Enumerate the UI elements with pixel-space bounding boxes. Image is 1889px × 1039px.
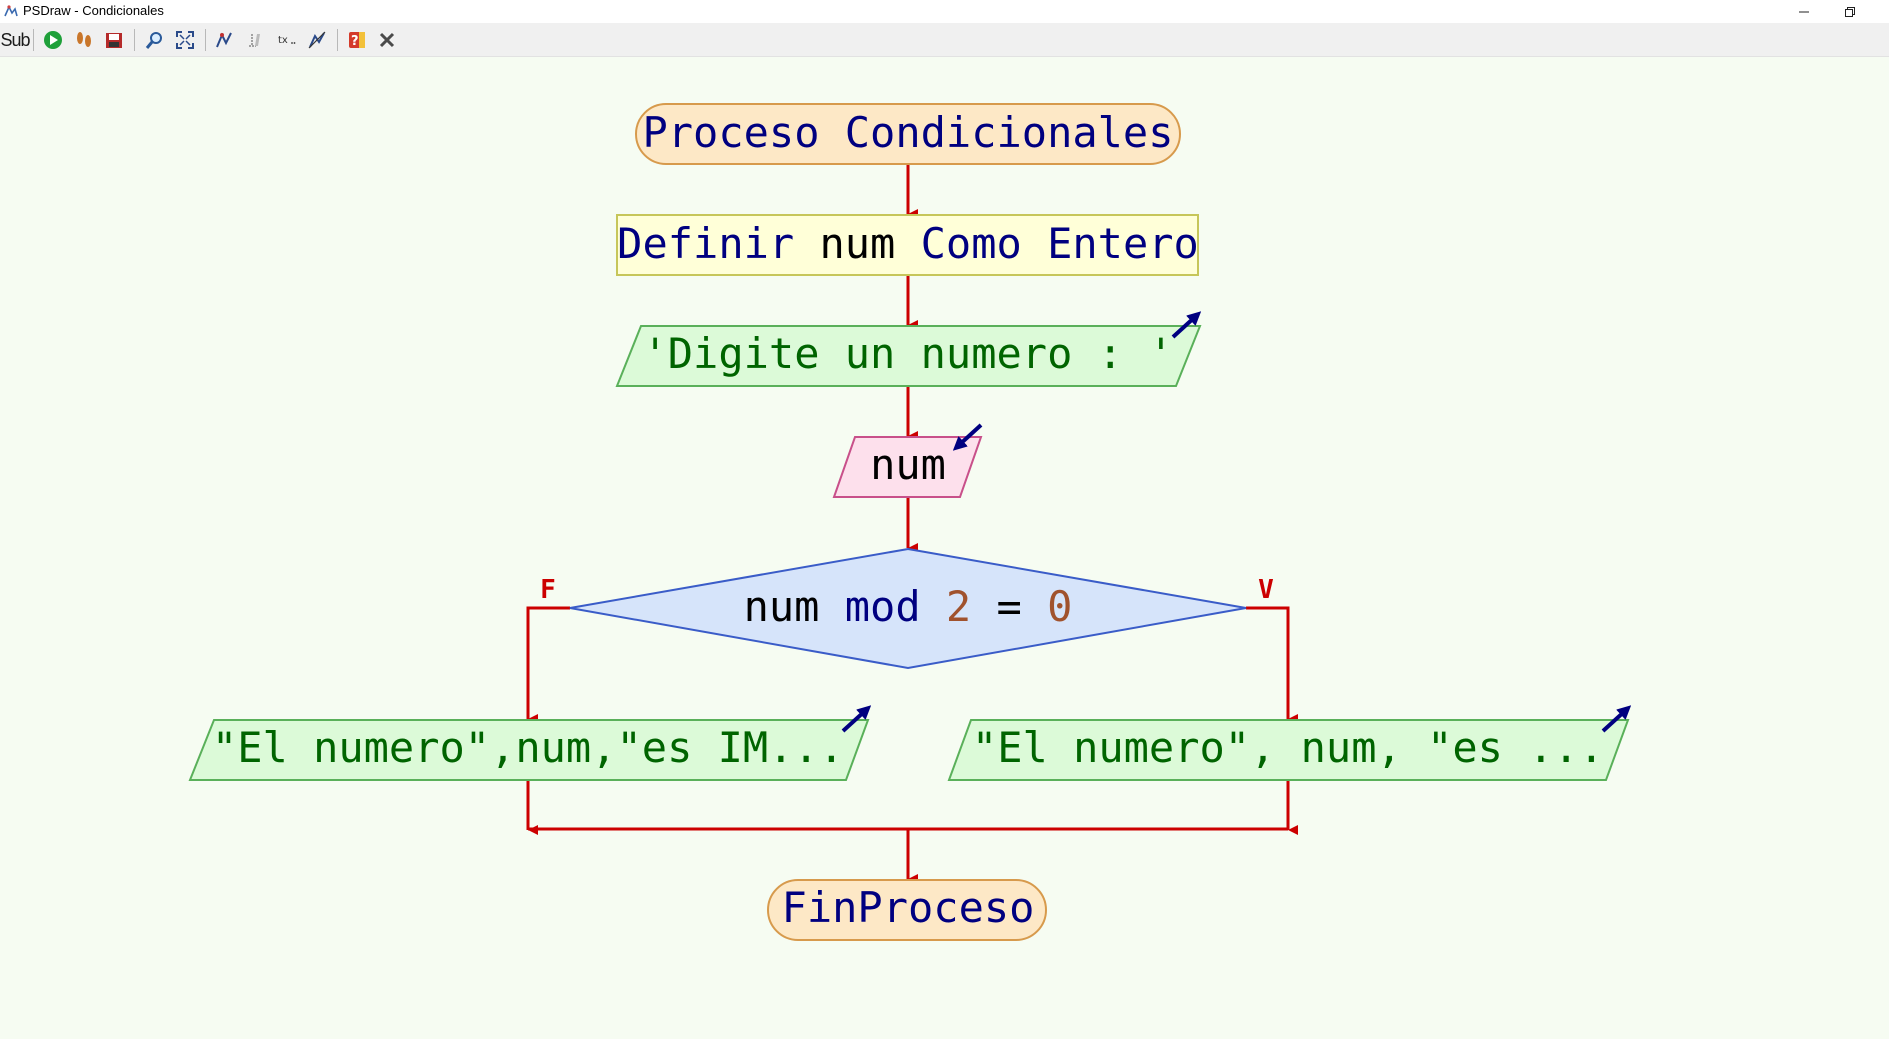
run-button[interactable] [40,27,66,53]
toolbar-divider [205,29,206,51]
connector-false-branch [526,606,570,724]
toolbar-divider [134,29,135,51]
decision-number: 2 [946,582,971,631]
input-variable: num [870,440,946,489]
decision-equals: = [997,582,1022,631]
svg-text:?: ? [351,34,359,49]
define-statement: Definir num Como Entero [617,219,1199,268]
output-false-text: "El numero",num,"es IM... [212,723,844,772]
play-icon [44,31,62,49]
terminal-shape [767,879,1047,941]
define-keyword: Definir [617,219,794,268]
close-x-icon [379,32,395,48]
step-button[interactable] [71,27,97,53]
title-bar: PSDraw - Condicionales [0,0,1889,23]
save-icon [106,33,122,48]
text-icon: tx [278,35,296,46]
flowchart-canvas: Proceso Condicionales Definir num Como E… [188,103,1632,941]
minimize-button[interactable] [1781,0,1827,23]
style-button[interactable] [211,27,237,53]
window-title: PSDraw - Condicionales [23,3,164,18]
toolbar-divider [337,29,338,51]
output-shape [947,719,1630,781]
fit-button[interactable] [172,27,198,53]
end-terminal[interactable]: FinProceso [767,879,1047,941]
branch-true-label: V [1258,575,1274,605]
output-shape [188,719,870,781]
comments-button[interactable] [243,27,269,53]
comments-icon [249,34,260,47]
define-shape [616,214,1199,276]
output-shape [615,325,1202,387]
start-label: Proceso Condicionales [642,108,1173,157]
end-label: FinProceso [782,883,1035,932]
help-icon: ? [349,32,365,49]
footsteps-icon [77,32,91,47]
output-arrow-icon [841,705,872,733]
edit-icon [308,31,326,49]
output-arrow-icon [1171,311,1202,339]
start-terminal[interactable]: Proceso Condicionales [635,103,1181,165]
input-block[interactable]: num [832,423,983,498]
decision-value: 0 [1047,582,1072,631]
toolbar: Sub [0,23,1889,57]
edit-button[interactable] [304,27,330,53]
toolbar-divider [33,29,34,51]
decision-mod-keyword: mod [845,582,921,631]
restore-icon [1845,6,1855,17]
define-type: Entero [1047,219,1199,268]
sub-label: Sub [0,29,30,50]
minimize-icon [1799,11,1809,12]
decision-shape [569,547,1247,670]
define-como-keyword: Como [921,219,1022,268]
output-prompt-block[interactable]: 'Digite un numero : ' [615,311,1202,387]
style-icon [216,32,232,48]
magnifier-icon [145,32,162,49]
help-button[interactable]: ? [344,27,370,53]
fit-window-icon [176,31,194,49]
output-prompt-text: 'Digite un numero : ' [642,329,1173,378]
close-diagram-button[interactable] [374,27,400,53]
restore-button[interactable] [1827,0,1873,23]
define-block[interactable]: Definir num Como Entero [616,214,1199,276]
output-true-block[interactable]: "El numero", num, "es ... [947,705,1632,781]
decision-variable: num [744,582,820,631]
connectors [526,164,1298,884]
save-button[interactable] [101,27,127,53]
text-button[interactable]: tx [274,27,300,53]
output-arrow-icon [1601,705,1632,733]
sub-button[interactable]: Sub [0,27,30,53]
decision-block[interactable]: num mod 2 = 0 [569,547,1247,670]
input-shape [832,436,983,498]
connector-true-branch [1246,606,1298,724]
define-variable: num [819,219,895,268]
terminal-shape [635,103,1181,165]
svg-text:tx: tx [278,35,288,46]
zoom-button[interactable] [141,27,167,53]
branch-false-label: F [540,575,556,605]
psdraw-app-icon [4,5,18,17]
input-arrow-icon [952,423,983,451]
decision-condition: num mod 2 = 0 [744,582,1073,631]
output-true-text: "El numero", num, "es ... [972,723,1604,772]
output-false-block[interactable]: "El numero",num,"es IM... [188,705,872,781]
